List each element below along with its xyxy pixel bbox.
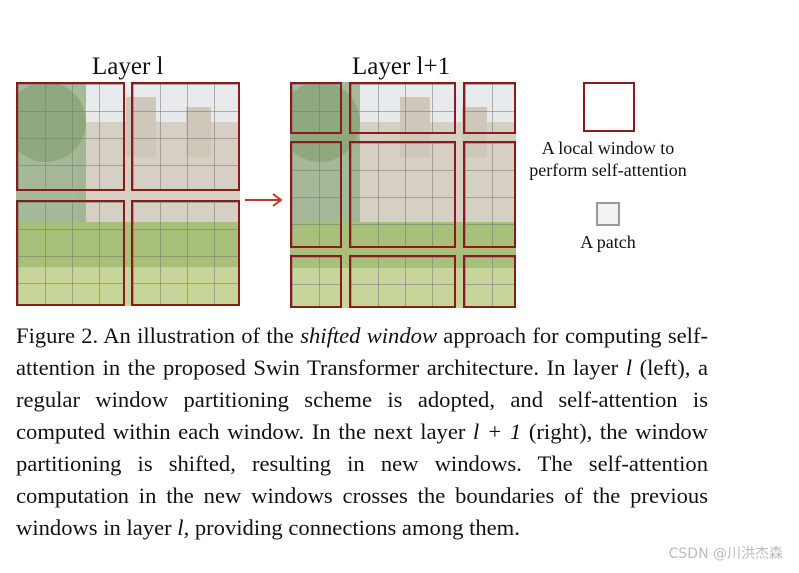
window-left-tl [16,82,125,191]
legend-patch-label: A patch [580,232,636,252]
legend-window-label-line2: perform self-attention [529,160,687,180]
watermark: CSDN @川洪杰森 [668,546,783,562]
window-right-8 [349,255,456,308]
layer-l-title: Layer l [92,53,164,80]
caption-part4: (right), the window partitioning is shif… [16,419,709,540]
legend-patch-swatch [596,202,620,226]
window-left-br [131,200,240,306]
window-right-5 [349,141,456,248]
window-right-7 [290,255,342,308]
window-left-bl [16,200,125,306]
window-right-3 [463,82,516,134]
caption-italic-term: shifted window [300,323,438,348]
legend-window-swatch [583,82,635,132]
window-right-1 [290,82,342,134]
legend-window-label-line1: A local window to [541,138,675,158]
figure-caption: Figure 2. An illustration of the shifted… [16,320,708,544]
legend-window-label: A local window to perform self-attention [510,137,706,181]
caption-prefix: Figure 2. An illustration of the [16,323,301,348]
caption-part2: approach for computing self-attention in… [16,323,709,380]
window-right-4 [290,141,342,248]
caption-var-l1: l + 1 [473,419,522,444]
arrow-right-icon [245,193,283,207]
caption-part3: (left), a regular window partitioning sc… [16,355,708,444]
caption-part5: , providing connections among them. [183,515,520,540]
window-left-tr [131,82,240,191]
window-right-6 [463,141,516,248]
caption-var-l: l [625,355,632,380]
layer-l1-title: Layer l+1 [352,53,451,80]
window-right-9 [463,255,516,308]
window-right-2 [349,82,456,134]
caption-var-l2: l [177,515,184,540]
